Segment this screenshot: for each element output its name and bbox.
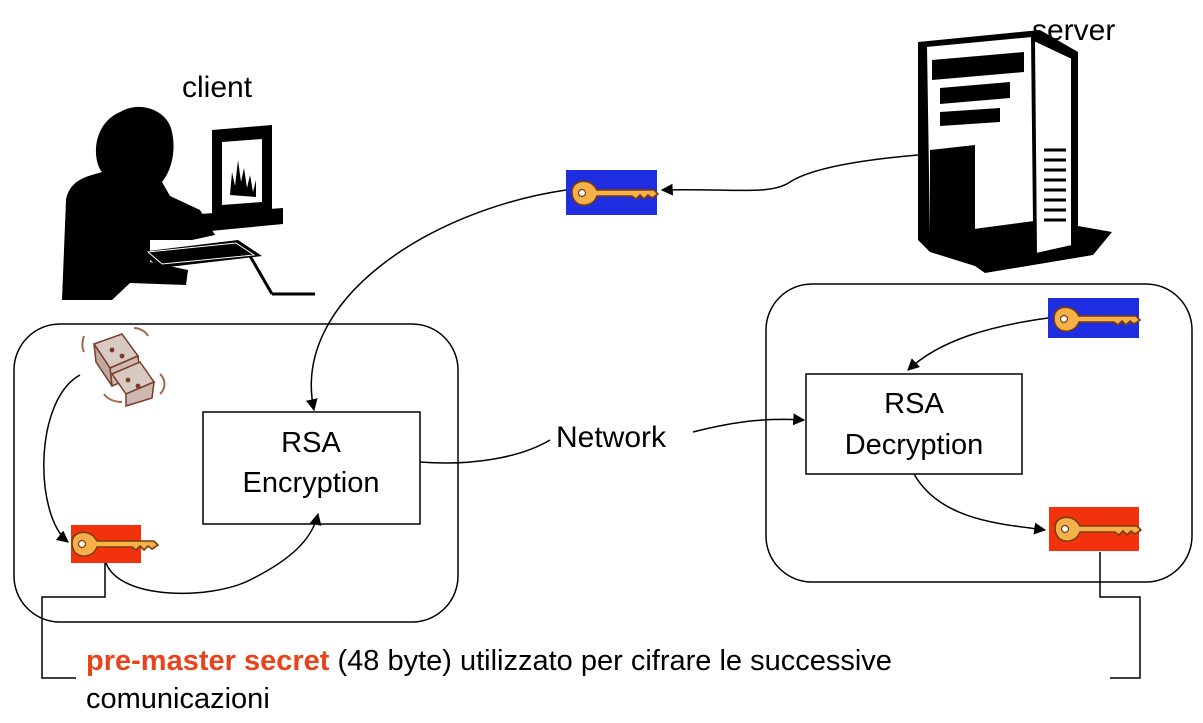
secret-key-icon [71, 525, 159, 563]
pre-master-secret-highlight: pre-master secret [86, 645, 330, 677]
network-to-decryption-arrow [692, 413, 806, 433]
dice-to-secret-key-arrow [43, 374, 81, 543]
public-key-icon [1048, 298, 1141, 338]
caption-rest: (48 byte) utilizzato per cifrare le succ… [329, 645, 892, 677]
client-panel [13, 323, 459, 623]
rsa-decryption-line2: Decryption [845, 429, 984, 461]
server-tower-icon [918, 30, 1112, 273]
client-label: client [182, 71, 253, 104]
rsa-encryption-line1: RSA [281, 427, 341, 459]
user-at-computer-icon [62, 106, 315, 300]
left-bracket [41, 563, 106, 679]
rsa-encryption-box [202, 411, 421, 525]
public-key-icon [566, 170, 659, 215]
rsa-encryption-line2: Encryption [242, 467, 379, 499]
public-key-to-encryption-arrow [305, 189, 567, 412]
caption-line1: pre-master secret (48 byte) utilizzato p… [86, 645, 892, 677]
secret-key-icon [1049, 507, 1142, 551]
server-label: server [1032, 14, 1115, 47]
dice-icon [81, 327, 166, 408]
rsa-decryption-line1: RSA [884, 388, 944, 420]
decryption-to-secret-key-arrow [913, 473, 1047, 535]
encryption-to-network-line [419, 439, 551, 464]
server-panel [765, 283, 1193, 583]
right-bracket [1099, 552, 1141, 679]
caption-line2: comunicazioni [86, 683, 270, 715]
public-key-to-decryption-arrow [907, 317, 1049, 371]
secret-key-to-encryption-arrow [105, 512, 322, 595]
server-to-key-arrow [660, 154, 919, 196]
network-label: Network [556, 421, 667, 454]
